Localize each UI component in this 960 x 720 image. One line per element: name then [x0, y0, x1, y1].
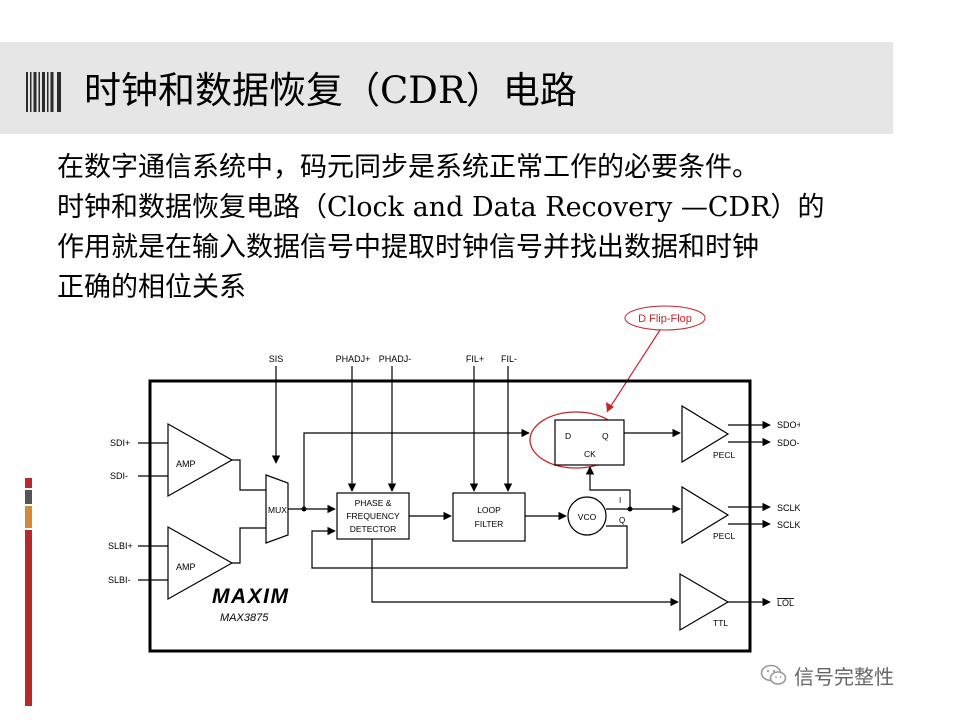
dff-q-label: Q	[602, 431, 609, 441]
title-bar	[0, 42, 893, 134]
pin-label-sdo-plus: SDO+	[777, 420, 800, 430]
slide-title: 时钟和数据恢复（CDR）电路	[84, 69, 577, 112]
dff-d-label: D	[565, 431, 571, 441]
loop-filter-label-1: LOOP	[477, 505, 501, 515]
pin-label-sdi-plus: SDI+	[110, 438, 130, 448]
sclko-driver-label: PECL	[713, 531, 735, 541]
amp-top-label: AMP	[176, 459, 196, 469]
mux	[265, 474, 289, 544]
d-flip-flop	[554, 419, 625, 466]
pin-label-slbi-minus: SLBI-	[108, 575, 131, 585]
title-bar-logo-icon	[26, 72, 61, 112]
callout-label: D Flip-Flop	[638, 313, 692, 325]
sclko-driver	[681, 485, 730, 545]
left-accent-bar	[25, 478, 32, 706]
pin-label-fil-minus: FIL-	[501, 354, 517, 364]
pin-label-sdi-minus: SDI-	[110, 471, 128, 481]
lol-driver-label: TTL	[713, 618, 728, 628]
part-number: MAX3875	[220, 612, 269, 624]
body-line: 在数字通信系统中，码元同步是系统正常工作的必要条件。	[57, 152, 759, 183]
phase-frequency-detector	[336, 492, 410, 540]
mux-label: MUX	[268, 505, 287, 515]
sdo-driver-label: PECL	[713, 450, 735, 460]
maxim-logo: MAXIM	[212, 585, 290, 608]
body-line: 作用就是在输入数据信号中提取时钟信号并找出数据和时钟	[57, 232, 759, 263]
pin-label-phadj-plus: PHADJ+	[336, 354, 371, 364]
pin-label-sdo-minus: SDO-	[777, 438, 800, 448]
loop-filter-label-2: FILTER	[475, 519, 504, 529]
pin-label-sclko-minus: SCLKO-	[777, 520, 800, 530]
vco-out-i-label: I	[619, 496, 621, 505]
pfd-label-2: FREQUENCY	[346, 511, 400, 521]
lol-driver	[679, 572, 730, 632]
callout-bubble	[624, 305, 706, 331]
pin-label-phadj-minus: PHADJ-	[379, 354, 412, 364]
watermark-text: 信号完整性	[794, 664, 894, 689]
pfd-label-3: DETECTOR	[350, 524, 397, 534]
pin-label-slbi-plus: SLBI+	[108, 541, 133, 551]
pin-label-fil-plus: FIL+	[466, 354, 484, 364]
pin-label-lol: LOL	[777, 598, 794, 608]
wechat-icon	[760, 664, 787, 685]
callout-pointer	[606, 329, 661, 413]
body-paragraph: 在数字通信系统中，码元同步是系统正常工作的必要条件。 时钟和数据恢复电路（Clo…	[57, 148, 907, 308]
amp-top	[167, 422, 234, 498]
pin-label-sis: SIS	[269, 354, 284, 364]
amp-bottom	[167, 525, 234, 601]
watermark: 信号完整性	[760, 660, 894, 690]
vco-label: VCO	[578, 512, 597, 522]
vco	[567, 496, 607, 536]
pin-label-sclko-plus: SCLKO+	[777, 503, 800, 513]
chip-outline	[148, 379, 752, 653]
vco-out-q-label: Q	[619, 516, 625, 525]
dff-ck-label: CK	[584, 449, 596, 459]
amp-bottom-label: AMP	[176, 562, 196, 572]
sdo-driver	[681, 404, 730, 464]
body-line: 时钟和数据恢复电路（Clock and Data Recovery —CDR）的	[57, 192, 825, 223]
pfd-label-1: PHASE &	[355, 498, 392, 508]
body-line: 正确的相位关系	[57, 272, 246, 303]
cdr-block-diagram: D Flip-Flop SIS PHADJ+ PHADJ- FIL+ FIL- …	[108, 305, 800, 653]
callout-arrowhead	[606, 402, 614, 412]
loop-filter	[452, 492, 526, 542]
